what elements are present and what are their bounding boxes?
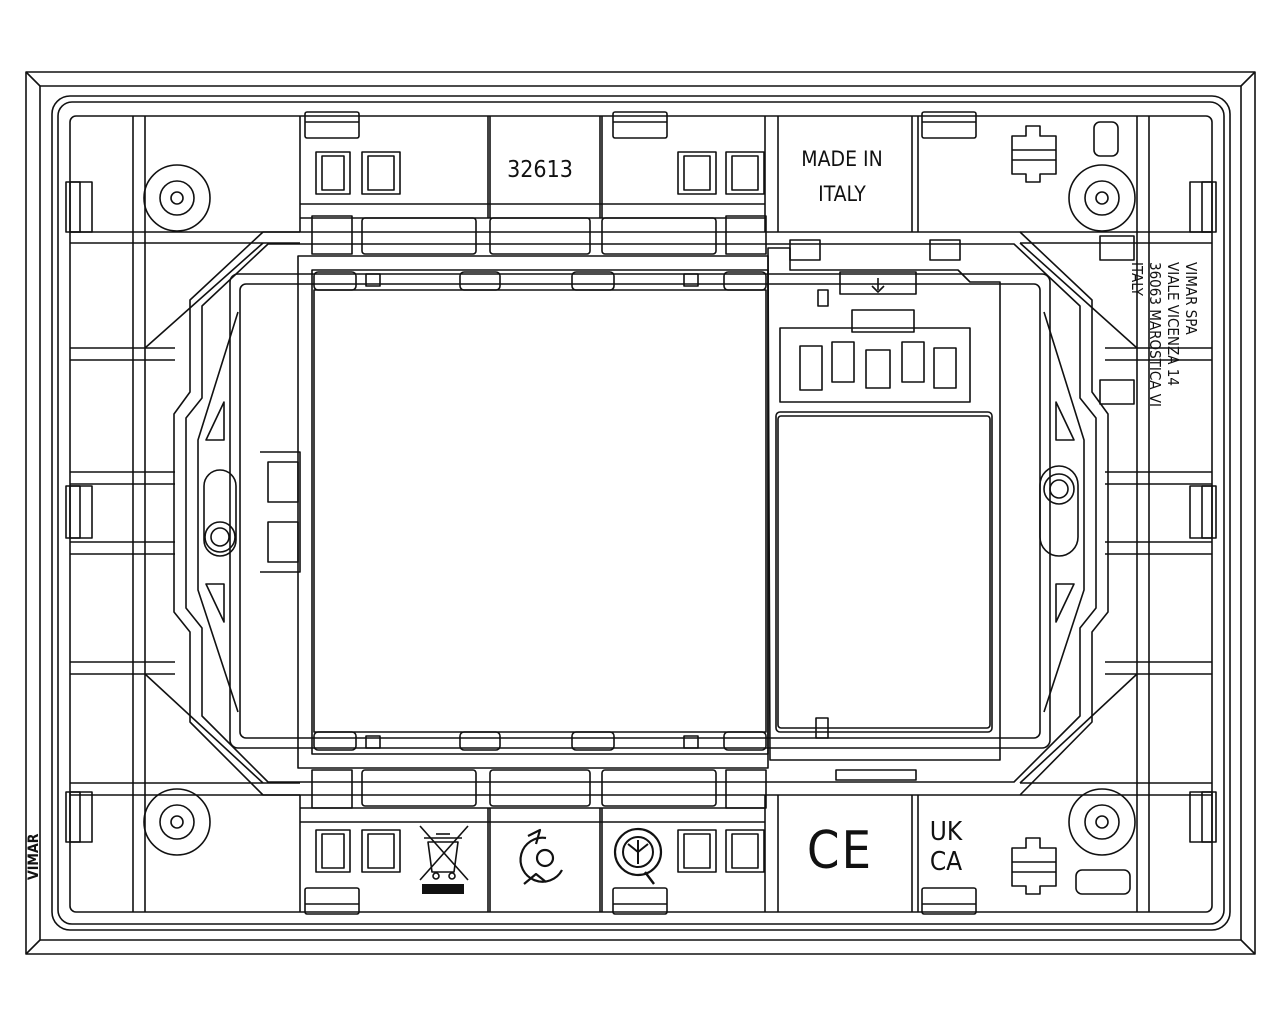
ce-mark: CE (807, 821, 873, 881)
manufacturer-address: VIMAR SPA VIALE VICENZA 14 36063 MAROSTI… (1128, 262, 1200, 407)
module-frame (173, 215, 1109, 809)
weee-bin-icon (419, 825, 469, 894)
ukca-line2: CA (930, 847, 962, 877)
column-ribs (299, 116, 919, 912)
fastener-symbols (1011, 125, 1131, 895)
part-number: 32613 (507, 157, 573, 183)
address-line-2: VIALE VICENZA 14 (1164, 262, 1182, 386)
arrow-down-icon-head (871, 285, 885, 293)
made-in-line1: MADE IN (801, 147, 882, 171)
right-rib-grid (1019, 116, 1212, 912)
made-in-line2: ITALY (818, 182, 866, 206)
brand-side-label: VIMAR (26, 833, 42, 880)
right-mounting-lug (1039, 311, 1085, 713)
address-line-4: ITALY (1128, 262, 1146, 297)
frame-side-tabs (65, 181, 1217, 843)
connector-clips (315, 151, 765, 873)
right-module (767, 121, 1135, 781)
frame-top-bottom-tabs (304, 111, 977, 915)
address-line-3: 36063 MAROSTICA VI (1146, 262, 1164, 407)
recycle-swirl-icon (519, 828, 563, 885)
left-mounting-lug (197, 311, 301, 713)
ukca-line1: UK (930, 817, 963, 847)
imq-mark-icon (613, 827, 663, 885)
left-module-cavity (297, 255, 769, 769)
corner-screw-bosses (143, 164, 1136, 856)
address-line-1: VIMAR SPA (1182, 262, 1200, 335)
left-rib-grid (70, 116, 300, 912)
